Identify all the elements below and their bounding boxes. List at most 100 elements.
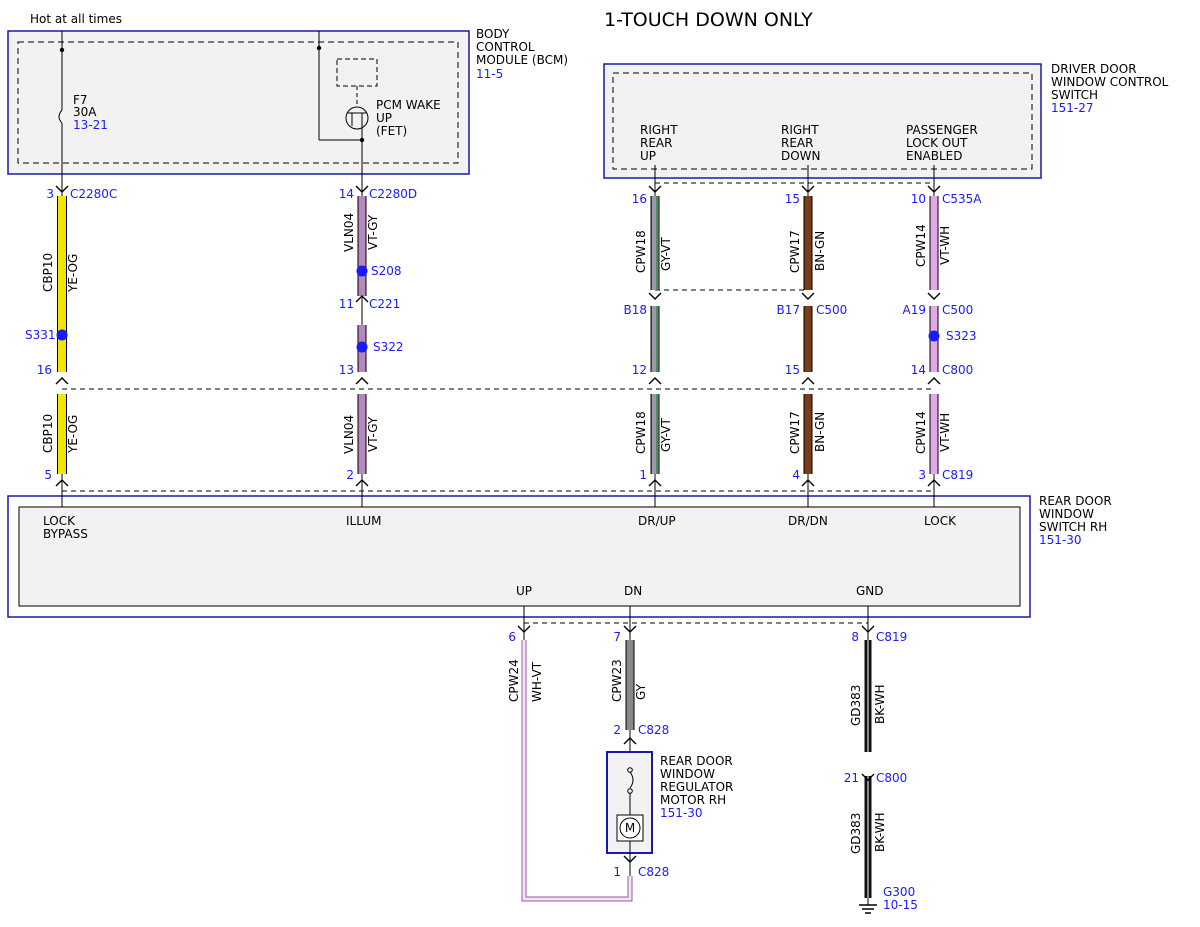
- rear-pin-gnd: GND: [856, 584, 884, 598]
- fet-control-box: [336, 58, 378, 87]
- color-label: VT-GY: [366, 214, 380, 250]
- motor-name-3: REGULATOR: [660, 780, 733, 794]
- pin-number: 8: [851, 630, 859, 644]
- pin-number: 12: [632, 363, 647, 377]
- splice-label-s208: S208: [371, 264, 402, 278]
- wire-cpw24[interactable]: [521, 606, 633, 902]
- motor-icon: [619, 817, 641, 839]
- pin-number: 11: [339, 297, 354, 311]
- connector-name[interactable]: C500: [816, 303, 847, 317]
- connector-name[interactable]: C819: [876, 630, 907, 644]
- color-label: GY: [634, 683, 648, 700]
- splice-label-s331: S331: [25, 328, 56, 342]
- driver-pin-2-line-3: DOWN: [781, 149, 821, 163]
- circuit-label: CPW24: [507, 659, 521, 702]
- pin-number: 4: [792, 468, 800, 482]
- pin-number: B18: [623, 303, 647, 317]
- color-label: BK-WH: [873, 812, 887, 852]
- color-label: YE-OG: [66, 254, 80, 293]
- splice-label-s322: S322: [373, 340, 404, 354]
- motor-switch-icon: [629, 771, 634, 789]
- driver-switch-name-3: SWITCH: [1051, 88, 1098, 102]
- color-label: YE-OG: [66, 415, 80, 454]
- pin-number: 10: [911, 192, 926, 206]
- connector-name[interactable]: C535A: [942, 192, 982, 206]
- driver-pin-2-line-2: REAR: [781, 136, 813, 150]
- rear-pin-dr-dn: DR/DN: [788, 514, 828, 528]
- rear-pin-lock-bypass-2: BYPASS: [43, 527, 88, 541]
- driver-switch-ref[interactable]: 151-27: [1051, 101, 1094, 115]
- rear-switch-name-1: REAR DOOR: [1039, 494, 1112, 508]
- pin-number: 1: [639, 468, 647, 482]
- bcm-ref[interactable]: 11-5: [476, 67, 503, 81]
- bcm-name-line-3: MODULE (BCM): [476, 53, 568, 67]
- pin-number: 14: [911, 363, 926, 377]
- bcm-outline: [7, 30, 470, 175]
- splice-label-s323: S323: [946, 329, 977, 343]
- bcm-module: BODY CONTROL MODULE (BCM) 11-5 F7 30A 13…: [7, 27, 568, 196]
- fuse-ref[interactable]: 13-21: [73, 118, 108, 132]
- ground-ref[interactable]: 10-15: [883, 898, 918, 912]
- color-label: VT-WH: [938, 226, 952, 265]
- color-label: GY-VT: [659, 418, 673, 452]
- driver-pin-3-line-1: PASSENGER: [906, 123, 978, 137]
- connector-name[interactable]: C221: [369, 297, 400, 311]
- splice-s323[interactable]: [928, 330, 940, 342]
- color-label: VT-GY: [366, 416, 380, 452]
- fuse-name: F7: [73, 93, 88, 107]
- pin-number: 21: [844, 771, 859, 785]
- connector-name[interactable]: C500: [942, 303, 973, 317]
- circuit-label: CPW23: [610, 659, 624, 702]
- driver-switch-inner: [612, 72, 1033, 170]
- splice-s322[interactable]: [356, 341, 368, 353]
- pin-labels: 3 C2280C 14 C2280D 16 15 10 C535A 11 C22…: [37, 187, 983, 879]
- rear-switch-ref[interactable]: 151-30: [1039, 533, 1082, 547]
- connector-name[interactable]: C800: [876, 771, 907, 785]
- motor-name-1: REAR DOOR: [660, 754, 733, 768]
- pin-number: 3: [918, 468, 926, 482]
- rear-switch-inner: [18, 506, 1021, 607]
- rear-pin-up: UP: [516, 584, 532, 598]
- rear-switch-name-3: SWITCH RH: [1039, 520, 1107, 534]
- supply-label: Hot at all times: [30, 12, 122, 26]
- driver-pin-1-line-1: RIGHT: [640, 123, 678, 137]
- pin-number: 3: [46, 187, 54, 201]
- connector-name[interactable]: C2280D: [369, 187, 417, 201]
- pin-number: B17: [776, 303, 800, 317]
- pin-number: 2: [613, 723, 621, 737]
- connector-name[interactable]: C828: [638, 865, 669, 879]
- pin-number: 6: [508, 630, 516, 644]
- pin-number: 16: [632, 192, 647, 206]
- circuit-label: CBP10: [41, 414, 55, 453]
- fet-transistor-icon: [345, 106, 369, 130]
- motor-ref[interactable]: 151-30: [660, 806, 703, 820]
- connector-name[interactable]: C819: [942, 468, 973, 482]
- splice-s331[interactable]: [56, 329, 68, 341]
- color-label: BK-WH: [873, 684, 887, 724]
- circuit-label: CPW17: [788, 411, 802, 454]
- driver-pin-1-line-3: UP: [640, 149, 656, 163]
- fuse-rating: 30A: [73, 105, 97, 119]
- driver-switch-name-2: WINDOW CONTROL: [1051, 75, 1169, 89]
- splice-s208[interactable]: [356, 265, 368, 277]
- motor-name-4: MOTOR RH: [660, 793, 726, 807]
- motor-name-2: WINDOW: [660, 767, 715, 781]
- connector-name[interactable]: C800: [942, 363, 973, 377]
- pin-number: 15: [785, 363, 800, 377]
- connector-name[interactable]: C828: [638, 723, 669, 737]
- pin-number: A19: [903, 303, 926, 317]
- rear-pin-lock: LOCK: [924, 514, 957, 528]
- circuit-label: CPW18: [634, 230, 648, 273]
- color-label: VT-WH: [938, 413, 952, 452]
- circuit-label: CPW17: [788, 230, 802, 273]
- driver-pin-3-line-2: LOCK OUT: [906, 136, 968, 150]
- connector-name[interactable]: C2280C: [70, 187, 117, 201]
- circuit-label: CPW14: [914, 224, 928, 267]
- pin-number: 7: [613, 630, 621, 644]
- bcm-name-line-1: BODY: [476, 27, 510, 41]
- fet-label-line-3: (FET): [376, 124, 407, 138]
- driver-pin-2-line-1: RIGHT: [781, 123, 819, 137]
- pin-number: 2: [346, 468, 354, 482]
- circuit-label: VLN04: [342, 415, 356, 454]
